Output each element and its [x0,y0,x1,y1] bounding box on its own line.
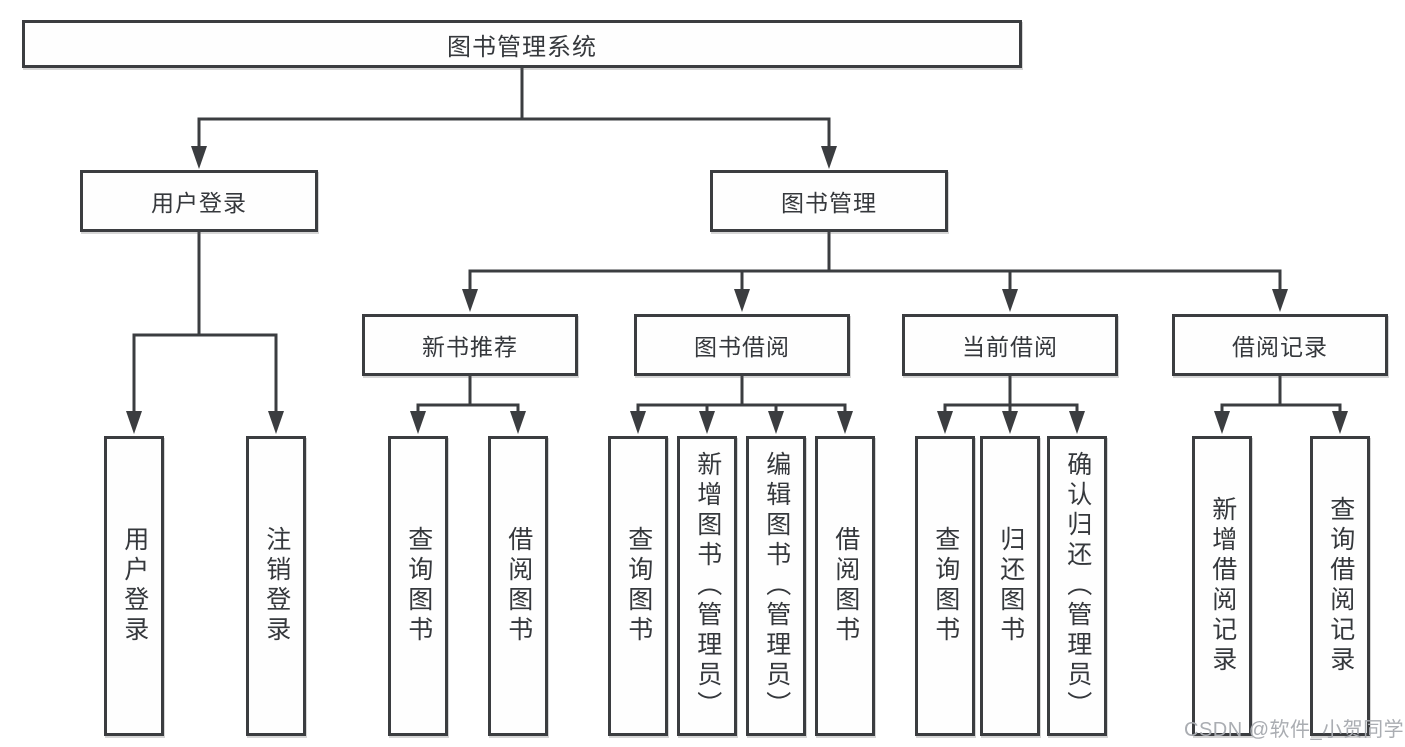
leaf-query-borrow-record-label: 查询借阅记录 [1326,496,1355,676]
leaf-recommend-borrow-books-label: 借阅图书 [504,526,533,646]
node-current-borrow: 当前借阅 [902,314,1118,376]
leaf-edit-books-admin: 编辑图书（管理员） [746,436,806,736]
node-borrow-records-label: 借阅记录 [1232,334,1328,360]
node-book-management: 图书管理 [710,170,948,232]
leaf-current-query-books: 查询图书 [915,436,975,736]
node-current-borrow-label: 当前借阅 [962,334,1058,360]
leaf-recommend-query-books-label: 查询图书 [404,526,433,646]
leaf-add-borrow-record-label: 新增借阅记录 [1208,496,1237,676]
leaf-edit-books-admin-label: 编辑图书（管理员） [762,451,791,721]
node-new-book-recommend-label: 新书推荐 [422,334,518,360]
node-root-system: 图书管理系统 [22,20,1022,68]
node-new-book-recommend: 新书推荐 [362,314,578,376]
leaf-recommend-query-books: 查询图书 [388,436,448,736]
leaf-borrow-query-books: 查询图书 [608,436,668,736]
leaf-return-books: 归还图书 [980,436,1040,736]
leaf-recommend-borrow-books: 借阅图书 [488,436,548,736]
node-user-login: 用户登录 [80,170,318,232]
leaf-add-borrow-record: 新增借阅记录 [1192,436,1252,736]
leaf-user-login-label: 用户登录 [120,526,149,646]
node-book-borrow: 图书借阅 [634,314,850,376]
leaf-return-books-label: 归还图书 [996,526,1025,646]
leaf-borrow-books-label: 借阅图书 [831,526,860,646]
node-user-login-label: 用户登录 [151,190,247,216]
leaf-logout-label: 注销登录 [262,526,291,646]
leaf-confirm-return-admin: 确认归还（管理员） [1047,436,1107,736]
node-borrow-records: 借阅记录 [1172,314,1388,376]
leaf-user-login: 用户登录 [104,436,164,736]
leaf-query-borrow-record: 查询借阅记录 [1310,436,1370,736]
leaf-logout: 注销登录 [246,436,306,736]
leaf-current-query-books-label: 查询图书 [931,526,960,646]
node-book-borrow-label: 图书借阅 [694,334,790,360]
leaf-borrow-books: 借阅图书 [815,436,875,736]
node-book-management-label: 图书管理 [781,190,877,216]
node-root-label: 图书管理系统 [447,33,597,61]
leaf-borrow-query-books-label: 查询图书 [624,526,653,646]
csdn-watermark: CSDN @软件_小贺同学 [1184,719,1405,741]
leaf-confirm-return-admin-label: 确认归还（管理员） [1063,451,1092,721]
leaf-add-books-admin-label: 新增图书（管理员） [693,451,722,721]
leaf-add-books-admin: 新增图书（管理员） [677,436,737,736]
